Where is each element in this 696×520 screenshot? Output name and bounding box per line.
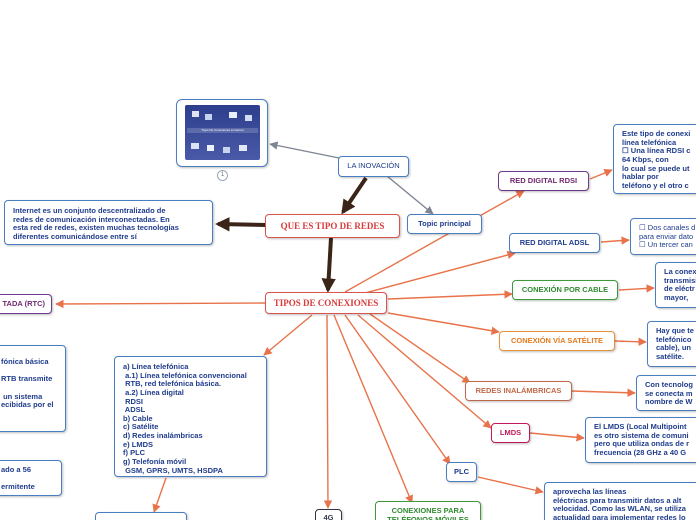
- slide-icon: [239, 145, 247, 151]
- node-plc-description[interactable]: aprovecha las líneas eléctricas para tra…: [544, 482, 696, 520]
- node-red-digital-rdsi[interactable]: RED DIGITAL RDSI: [498, 171, 589, 191]
- node-4g[interactable]: 4G: [315, 509, 342, 520]
- link-rdsi-desc: [589, 168, 613, 180]
- link-tipos-adsl: [364, 250, 516, 294]
- link-tipos-moviles: [333, 314, 413, 504]
- link-tipos-lmds: [357, 314, 492, 429]
- slide-icon: [205, 114, 212, 120]
- image-node[interactable]: Tipos De Conexiones a Internet: [176, 99, 268, 167]
- node-red-digital-adsl[interactable]: RED DIGITAL ADSL: [509, 233, 600, 253]
- link-tipos-rdsi: [344, 190, 525, 293]
- link-que-es-definition: [215, 217, 267, 232]
- link-tipos-plc: [344, 314, 451, 465]
- node-conexion-por-cable[interactable]: CONEXIÓN POR CABLE: [512, 280, 618, 300]
- node-lista-tipos[interactable]: a) Línea telefónica a.1) Línea telefónic…: [114, 356, 267, 477]
- node-rdsi-description[interactable]: Este tipo de conexi línea telefónica ☐ U…: [613, 124, 696, 194]
- link-satelite-desc: [614, 337, 647, 346]
- slide-icon: [223, 147, 230, 153]
- node-conexion-via-satelite[interactable]: CONEXIÓN VÍA SATÉLITE: [499, 331, 615, 351]
- node-rtb-description[interactable]: fónica básica RTB transmite un sistema e…: [0, 345, 66, 432]
- link-plc-desc: [477, 476, 544, 495]
- slide-icon: [192, 111, 199, 117]
- node-inalambricas-description[interactable]: Con tecnolog se conecta m nombre de W: [636, 375, 696, 411]
- link-tipos-4g: [323, 314, 333, 509]
- link-inovacion-image: [269, 141, 340, 159]
- slide-icon: [245, 115, 252, 121]
- node-conexiones-telefonos-moviles[interactable]: CONEXIONES PARA TELÉFONOS MÓVILES: [375, 501, 481, 520]
- link-tipos-satelite: [387, 312, 500, 335]
- link-tipos-cable: [387, 290, 513, 300]
- slide-thumbnail-image: Tipos De Conexiones a Internet: [185, 105, 260, 160]
- node-adsl-description[interactable]: ☐ Dos canales d para enviar dato ☐ Un te…: [630, 218, 696, 255]
- node-lmds-description[interactable]: El LMDS (Local Multipoint es otro sistem…: [585, 417, 696, 463]
- node-rtc[interactable]: TADA (RTC): [0, 294, 52, 314]
- link-lista-child: [152, 477, 167, 513]
- link-tipos-inalambricas: [369, 313, 471, 384]
- node-lmds[interactable]: LMDS: [491, 423, 530, 443]
- link-cable-desc: [618, 284, 655, 293]
- node-redes-inalambricas[interactable]: REDES INALÁMBRICAS: [465, 381, 572, 401]
- link-tipos-rtc: [55, 299, 267, 309]
- node-que-es-tipo-de-redes[interactable]: QUE ES TIPO DE REDES: [265, 214, 400, 238]
- node-cable-description[interactable]: La conex transmisi de eléctr mayor,: [655, 262, 696, 308]
- node-la-inovacion[interactable]: LA INOVACIÓN: [338, 156, 409, 177]
- link-inalambricas-desc: [571, 388, 636, 397]
- node-internet-definition[interactable]: Internet es un conjunto descentralizado …: [4, 200, 213, 245]
- node-lista-child[interactable]: [95, 512, 187, 520]
- image-counter: 1: [217, 170, 228, 181]
- link-inovacion-topic: [386, 175, 434, 215]
- node-plc[interactable]: PLC: [446, 462, 477, 482]
- link-inovacion-que-es: [341, 176, 368, 215]
- link-lmds-desc: [529, 432, 585, 442]
- link-que-es-tipos: [321, 237, 336, 293]
- slide-icon: [207, 145, 214, 151]
- node-left-bottom-description[interactable]: ado a 56 ermitente: [0, 460, 62, 496]
- link-adsl-desc: [600, 236, 630, 245]
- node-tipos-de-conexiones[interactable]: TIPOS DE CONEXIONES: [265, 292, 387, 314]
- node-satelite-description[interactable]: Hay que te telefónico cable), un satélit…: [647, 321, 696, 367]
- link-tipos-lista: [263, 314, 313, 356]
- slide-icon: [191, 143, 199, 149]
- node-topic-principal[interactable]: Topic principal: [407, 214, 482, 234]
- slide-icon: [229, 112, 237, 118]
- slide-caption: Tipos De Conexiones a Internet: [187, 128, 258, 133]
